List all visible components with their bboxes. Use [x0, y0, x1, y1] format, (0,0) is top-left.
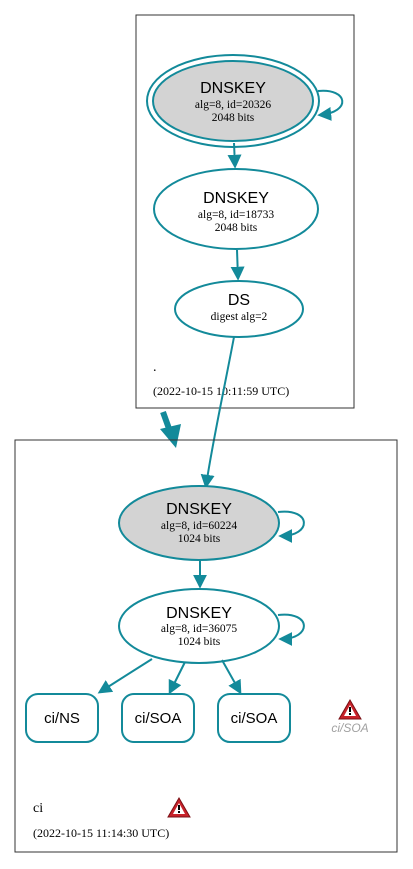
warning-rrset-label: ci/SOA — [331, 721, 368, 735]
edge-ksk-to-zsk — [227, 142, 242, 169]
ci-zsk-node[interactable]: DNSKEY alg=8, id=36075 1024 bits — [118, 588, 280, 664]
edge-ci-zsk-to-ns — [97, 658, 153, 694]
ds-digest: digest alg=2 — [211, 311, 268, 323]
root-zsk-node[interactable]: DNSKEY alg=8, id=18733 2048 bits — [153, 168, 319, 250]
ci-ksk-title: DNSKEY — [166, 501, 232, 518]
edge-ci-zsk-to-soa-2 — [221, 659, 242, 695]
root-ksk-title: DNSKEY — [200, 80, 266, 97]
ds-title: DS — [228, 292, 250, 309]
ci-zone-timestamp: (2022-10-15 11:14:30 UTC) — [33, 826, 169, 840]
root-ksk-self-loop — [317, 89, 344, 121]
root-zone-timestamp: (2022-10-15 10:11:59 UTC) — [153, 384, 289, 398]
root-zsk-alg: alg=8, id=18733 — [198, 209, 274, 221]
ci-zone-box — [14, 439, 398, 853]
edge-zsk-to-ds — [230, 249, 245, 281]
rrset-ci-ns[interactable]: ci/NS — [25, 693, 99, 743]
ci-zsk-title: DNSKEY — [166, 605, 232, 622]
ci-zone-name: ci — [33, 801, 43, 816]
warning-rrset[interactable]: ci/SOA — [331, 699, 369, 735]
root-zone-cluster: DNSKEY alg=8, id=20326 2048 bits DNSKEY … — [135, 14, 355, 409]
ci-ksk-self-loop — [277, 510, 305, 543]
ci-zone-cluster: DNSKEY alg=8, id=60224 1024 bits DNSKEY … — [14, 439, 398, 853]
ci-zsk-self-loop — [277, 613, 305, 646]
root-zsk-bits: 2048 bits — [215, 222, 258, 234]
ci-zsk-alg: alg=8, id=36075 — [161, 623, 237, 635]
rrset-ci-soa-1-label: ci/SOA — [135, 710, 182, 727]
ci-ksk-bits: 1024 bits — [178, 533, 221, 545]
edge-ci-zsk-to-soa-1 — [168, 661, 186, 695]
rrset-ci-soa-2-label: ci/SOA — [231, 710, 278, 727]
edge-ds-to-ci-ksk — [200, 336, 235, 489]
delegation-arrowhead — [160, 424, 181, 448]
root-zsk-title: DNSKEY — [203, 190, 269, 207]
root-ksk-bits: 2048 bits — [212, 112, 255, 124]
root-zone-name: . — [153, 360, 157, 375]
rrset-ci-soa-1[interactable]: ci/SOA — [121, 693, 195, 743]
rrset-ci-soa-2[interactable]: ci/SOA — [217, 693, 291, 743]
zone-warning-icon — [167, 797, 191, 818]
ci-zsk-bits: 1024 bits — [178, 636, 221, 648]
warning-icon — [338, 699, 362, 720]
root-zone-box — [135, 14, 355, 409]
rrset-ci-ns-label: ci/NS — [44, 710, 80, 727]
ci-ksk-node[interactable]: DNSKEY alg=8, id=60224 1024 bits — [118, 485, 280, 561]
ds-node[interactable]: DS digest alg=2 — [174, 280, 304, 338]
root-ksk-alg: alg=8, id=20326 — [195, 99, 271, 111]
root-ksk-node[interactable]: DNSKEY alg=8, id=20326 2048 bits — [146, 54, 320, 148]
ci-ksk-alg: alg=8, id=60224 — [161, 520, 237, 532]
